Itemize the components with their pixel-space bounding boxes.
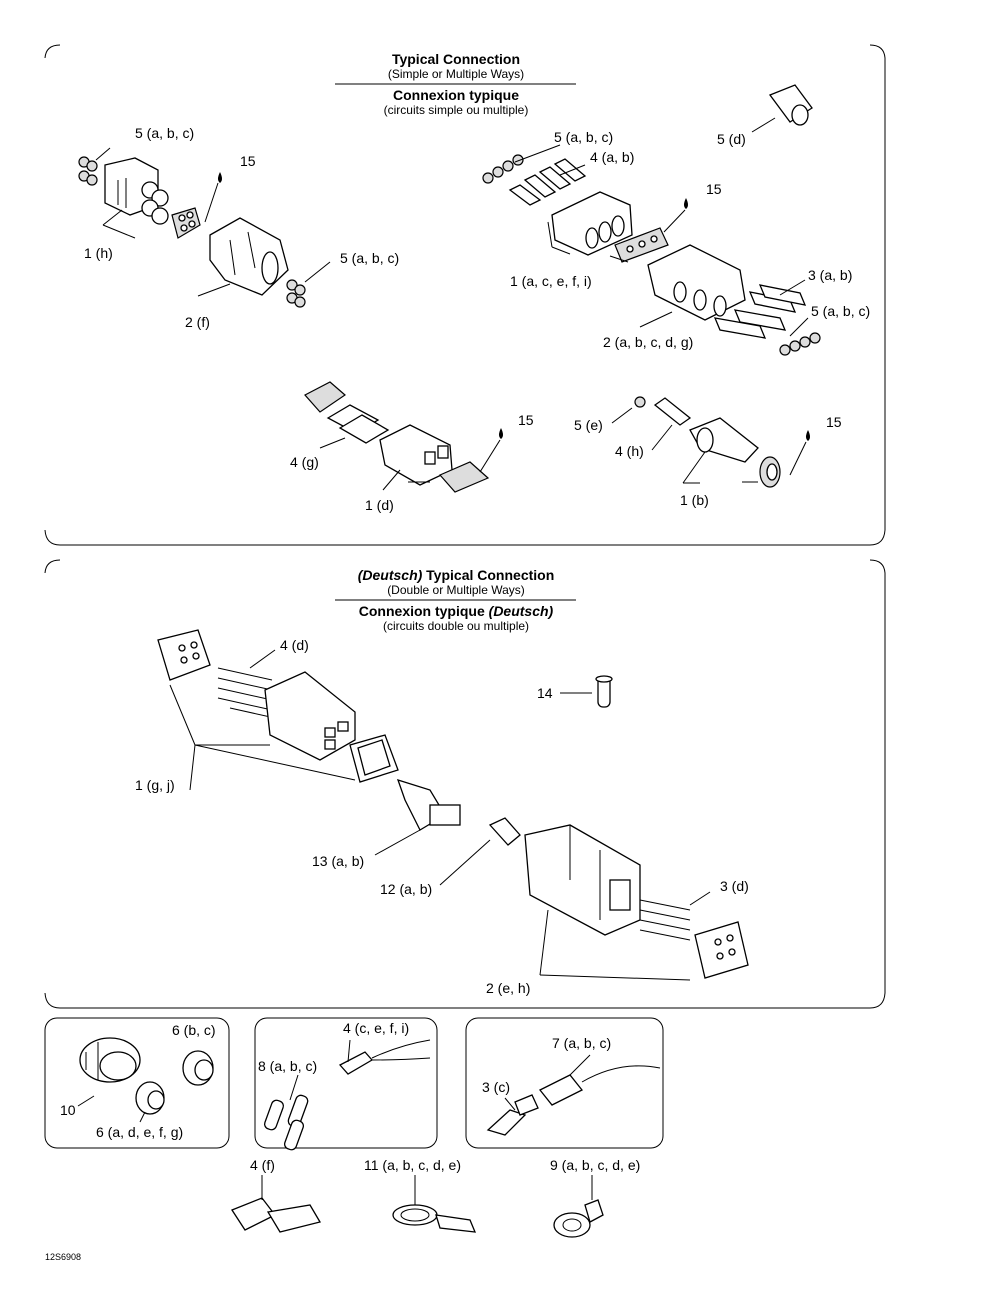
box-sensor-frame <box>465 1017 664 1149</box>
panel2-subtitle-en: (Double or Multiple Ways) <box>387 583 525 597</box>
terminal-4cefi <box>338 1039 431 1075</box>
ring-terminal-9 <box>553 1199 604 1238</box>
label-1h: 1 (h) <box>84 245 113 261</box>
deutsch-contacts-3d <box>639 899 691 941</box>
seal-grommet-left <box>171 207 201 239</box>
label-4d: 4 (d) <box>280 637 309 653</box>
label-3ab: 3 (a, b) <box>808 267 852 283</box>
housing-1b <box>689 417 759 463</box>
panel1-subtitle-en: (Simple or Multiple Ways) <box>388 67 524 81</box>
deutsch-contacts-4d <box>217 667 285 721</box>
seal-rings-mid <box>286 279 306 308</box>
male-housing-1acefi <box>551 191 633 256</box>
seal-rings-top-left <box>78 156 98 186</box>
label-13ab: 13 (a, b) <box>312 853 364 869</box>
label-8abc: 8 (a, b, c) <box>258 1058 317 1074</box>
seal-cap-1b <box>759 456 781 488</box>
label-4h: 4 (h) <box>615 443 644 459</box>
deutsch-plug-2eh <box>524 824 641 936</box>
label-4ab: 4 (a, b) <box>590 149 634 165</box>
panel1-frame <box>44 44 886 546</box>
label-15-bottom-left: 15 <box>518 412 534 428</box>
label-4f: 4 (f) <box>250 1157 275 1173</box>
label-11abcde: 11 (a, b, c, d, e) <box>364 1157 461 1173</box>
deutsch-seal-front-upper <box>349 734 399 783</box>
drawing-code: 12S6908 <box>45 1252 81 1262</box>
seal-rings-top-right <box>482 154 524 184</box>
label-10: 10 <box>60 1102 76 1118</box>
terminal-4h <box>653 397 692 426</box>
grease-drop-icon <box>499 428 503 439</box>
label-2abcdg: 2 (a, b, c, d, g) <box>603 334 693 350</box>
seal-front-1d <box>439 461 490 493</box>
label-2f: 2 (f) <box>185 314 210 330</box>
deutsch-receptacle-1gj <box>264 671 356 761</box>
seal-rings-far-right <box>779 332 821 356</box>
label-9abcde: 9 (a, b, c, d, e) <box>550 1157 640 1173</box>
socket-terminals-3ab <box>713 284 807 339</box>
label-5abc-mid: 5 (a, b, c) <box>340 250 399 266</box>
panel1-title-fr: Connexion typique <box>393 87 519 103</box>
cap-6adefg <box>135 1081 165 1115</box>
deutsch-plug-14 <box>595 675 613 708</box>
panel2-title-fr: Connexion typique (Deutsch) <box>359 603 554 619</box>
female-housing-2abcdg <box>647 244 746 321</box>
label-1gj: 1 (g, j) <box>135 777 175 793</box>
sensor-7abc <box>538 1065 661 1106</box>
panel2-frame <box>44 559 886 1009</box>
label-4g: 4 (g) <box>290 454 319 470</box>
panel2-subtitle-fr: (circuits double ou multiple) <box>383 619 529 633</box>
deutsch-wedgelock-13ab <box>396 778 461 831</box>
label-1acefi: 1 (a, c, e, f, i) <box>510 273 592 289</box>
female-housing-2f <box>209 217 289 296</box>
deutsch-wedge-12ab <box>488 817 521 846</box>
panel2-title-en: (Deutsch) Typical Connection <box>358 567 555 583</box>
splice-sleeves-8abc <box>263 1094 309 1151</box>
deutsch-seal-rear-upper <box>157 629 211 681</box>
label-15-right: 15 <box>706 181 722 197</box>
plug-5d <box>768 84 813 126</box>
seal-grommet-right <box>614 227 669 263</box>
grease-drop-icon <box>684 198 688 209</box>
terminal-4f <box>231 1197 322 1233</box>
housing-1d <box>379 424 453 486</box>
box-caps-frame <box>44 1017 230 1149</box>
label-3c: 3 (c) <box>482 1079 510 1095</box>
box-terminals-frame <box>254 1017 438 1149</box>
panel1-title-en: Typical Connection <box>392 51 520 67</box>
label-12ab: 12 (a, b) <box>380 881 432 897</box>
terminal-3c <box>486 1094 539 1136</box>
label-6bc: 6 (b, c) <box>172 1022 216 1038</box>
flat-terminals-4g <box>326 404 390 444</box>
seal-ring-5e <box>634 396 646 408</box>
label-5d: 5 (d) <box>717 131 746 147</box>
label-14: 14 <box>537 685 553 701</box>
cable-tie-11 <box>392 1204 477 1233</box>
label-5abc-right: 5 (a, b, c) <box>554 129 613 145</box>
label-1d: 1 (d) <box>365 497 394 513</box>
male-housing-1h <box>104 157 169 225</box>
nut-10 <box>79 1037 141 1083</box>
label-5e: 5 (e) <box>574 417 603 433</box>
pin-terminals-4ab <box>508 158 587 206</box>
label-1b: 1 (b) <box>680 492 709 508</box>
label-5abc-left: 5 (a, b, c) <box>135 125 194 141</box>
panel1-subtitle-fr: (circuits simple ou multiple) <box>384 103 529 117</box>
label-15-left: 15 <box>240 153 256 169</box>
label-2eh: 2 (e, h) <box>486 980 530 996</box>
label-15-bottom-right: 15 <box>826 414 842 430</box>
label-5abc-far: 5 (a, b, c) <box>811 303 870 319</box>
deutsch-seal-rear-lower <box>694 921 749 979</box>
seal-rear-4g <box>304 381 346 413</box>
label-3d: 3 (d) <box>720 878 749 894</box>
label-7abc: 7 (a, b, c) <box>552 1035 611 1051</box>
label-4cefi: 4 (c, e, f, i) <box>343 1020 409 1036</box>
grease-drop-icon <box>218 172 222 183</box>
cap-6bc <box>182 1050 214 1086</box>
label-6adefg: 6 (a, d, e, f, g) <box>96 1124 183 1140</box>
grease-drop-icon <box>806 430 810 441</box>
